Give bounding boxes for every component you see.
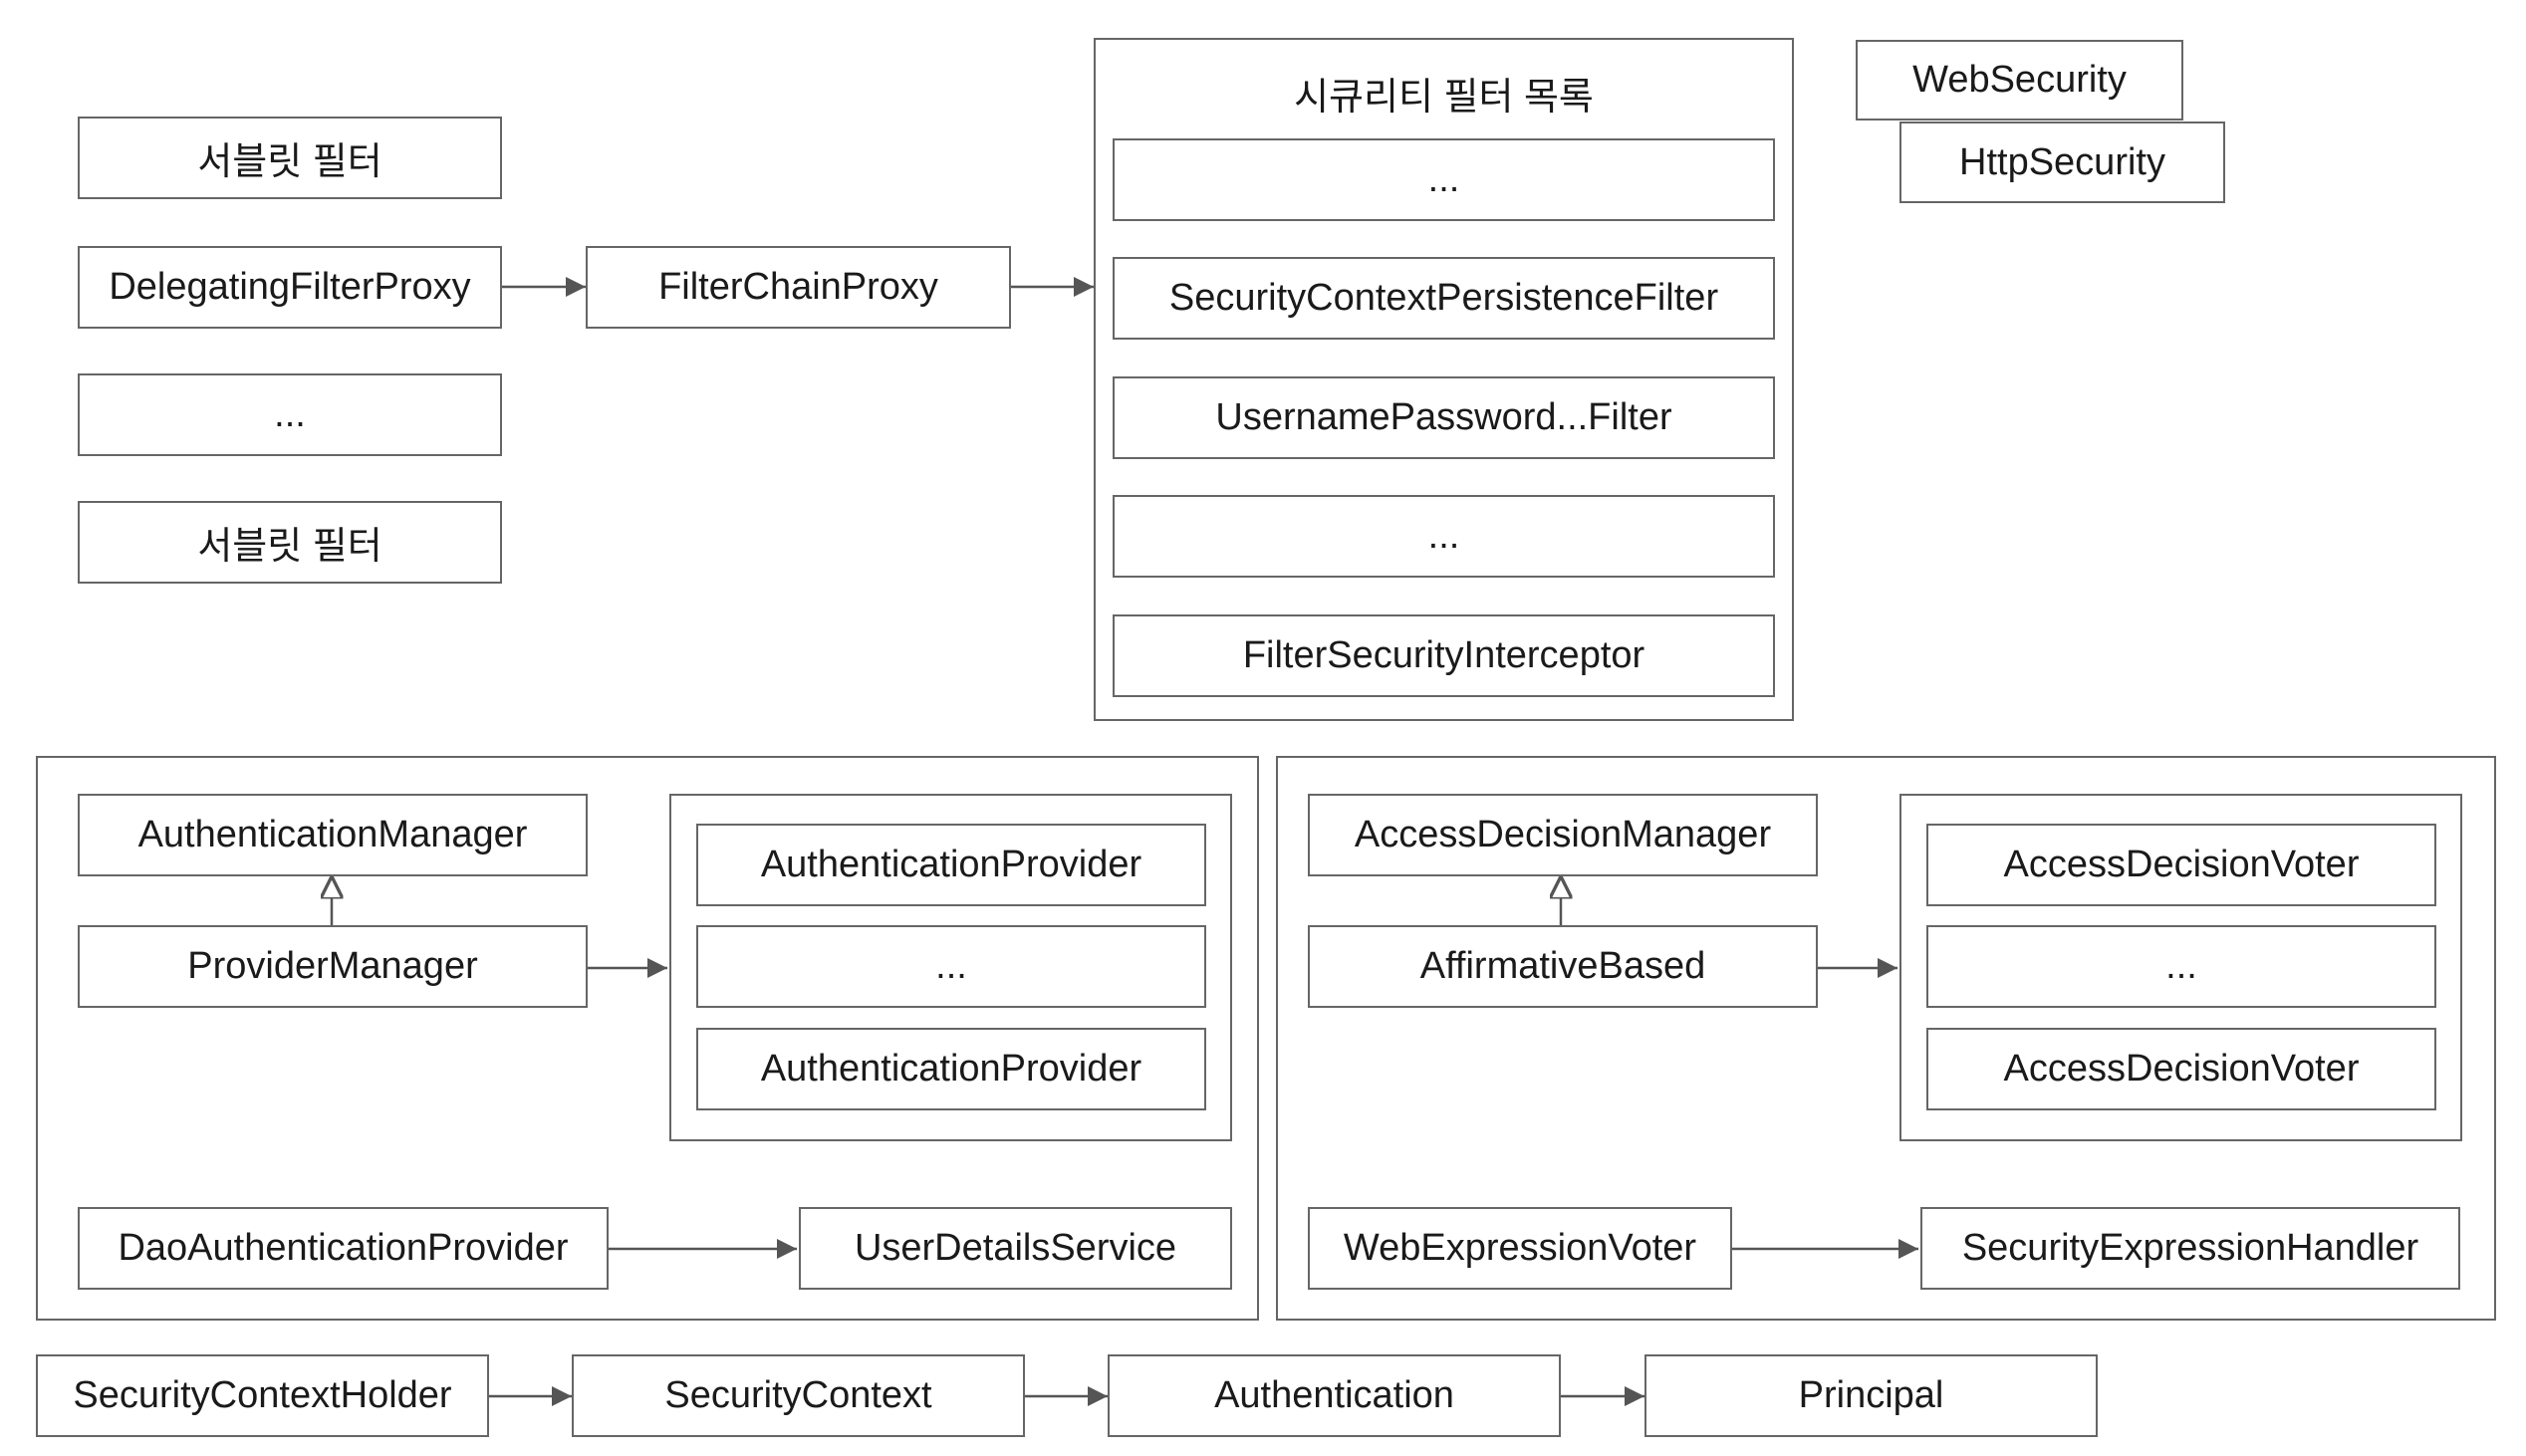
- dao-authentication-provider-box: DaoAuthenticationProvider: [78, 1207, 609, 1290]
- access-decision-voter-box: AccessDecisionVoter: [1926, 824, 2436, 906]
- authentication-group: [36, 756, 1259, 1321]
- servlet-filter-ellipsis-box: ...: [78, 373, 502, 456]
- security-filter-item: ...: [1113, 495, 1775, 578]
- affirmative-based-box: AffirmativeBased: [1308, 925, 1818, 1008]
- filter-chain-proxy-box: FilterChainProxy: [586, 246, 1011, 329]
- security-filter-list-title: 시큐리티 필터 목록: [1294, 77, 1594, 119]
- delegating-filter-proxy-box: DelegatingFilterProxy: [78, 246, 502, 329]
- principal-box: Principal: [1644, 1354, 2098, 1437]
- provider-manager-box: ProviderManager: [78, 925, 588, 1008]
- security-expression-handler-box: SecurityExpressionHandler: [1920, 1207, 2460, 1290]
- authentication-provider-ellipsis-box: ...: [696, 925, 1206, 1008]
- security-filter-item: FilterSecurityInterceptor: [1113, 614, 1775, 697]
- authorization-group: [1276, 756, 2496, 1321]
- security-context-box: SecurityContext: [572, 1354, 1025, 1437]
- servlet-filter-box: 서블릿 필터: [78, 117, 502, 199]
- authentication-provider-box: AuthenticationProvider: [696, 1028, 1206, 1110]
- access-decision-voter-ellipsis-box: ...: [1926, 925, 2436, 1008]
- web-expression-voter-box: WebExpressionVoter: [1308, 1207, 1732, 1290]
- web-security-box: WebSecurity: [1856, 40, 2183, 121]
- access-decision-voter-list-group: [1899, 794, 2462, 1141]
- security-filter-item: SecurityContextPersistenceFilter: [1113, 257, 1775, 340]
- security-filter-item: UsernamePassword...Filter: [1113, 376, 1775, 459]
- security-context-holder-box: SecurityContextHolder: [36, 1354, 489, 1437]
- authentication-provider-box: AuthenticationProvider: [696, 824, 1206, 906]
- http-security-box: HttpSecurity: [1899, 121, 2225, 203]
- security-filter-item: ...: [1113, 138, 1775, 221]
- access-decision-voter-box: AccessDecisionVoter: [1926, 1028, 2436, 1110]
- user-details-service-box: UserDetailsService: [799, 1207, 1232, 1290]
- authentication-manager-box: AuthenticationManager: [78, 794, 588, 876]
- servlet-filter-box: 서블릿 필터: [78, 501, 502, 584]
- authentication-provider-list-group: [669, 794, 1232, 1141]
- access-decision-manager-box: AccessDecisionManager: [1308, 794, 1818, 876]
- authentication-box: Authentication: [1108, 1354, 1561, 1437]
- security-filter-list-group: [1094, 38, 1794, 721]
